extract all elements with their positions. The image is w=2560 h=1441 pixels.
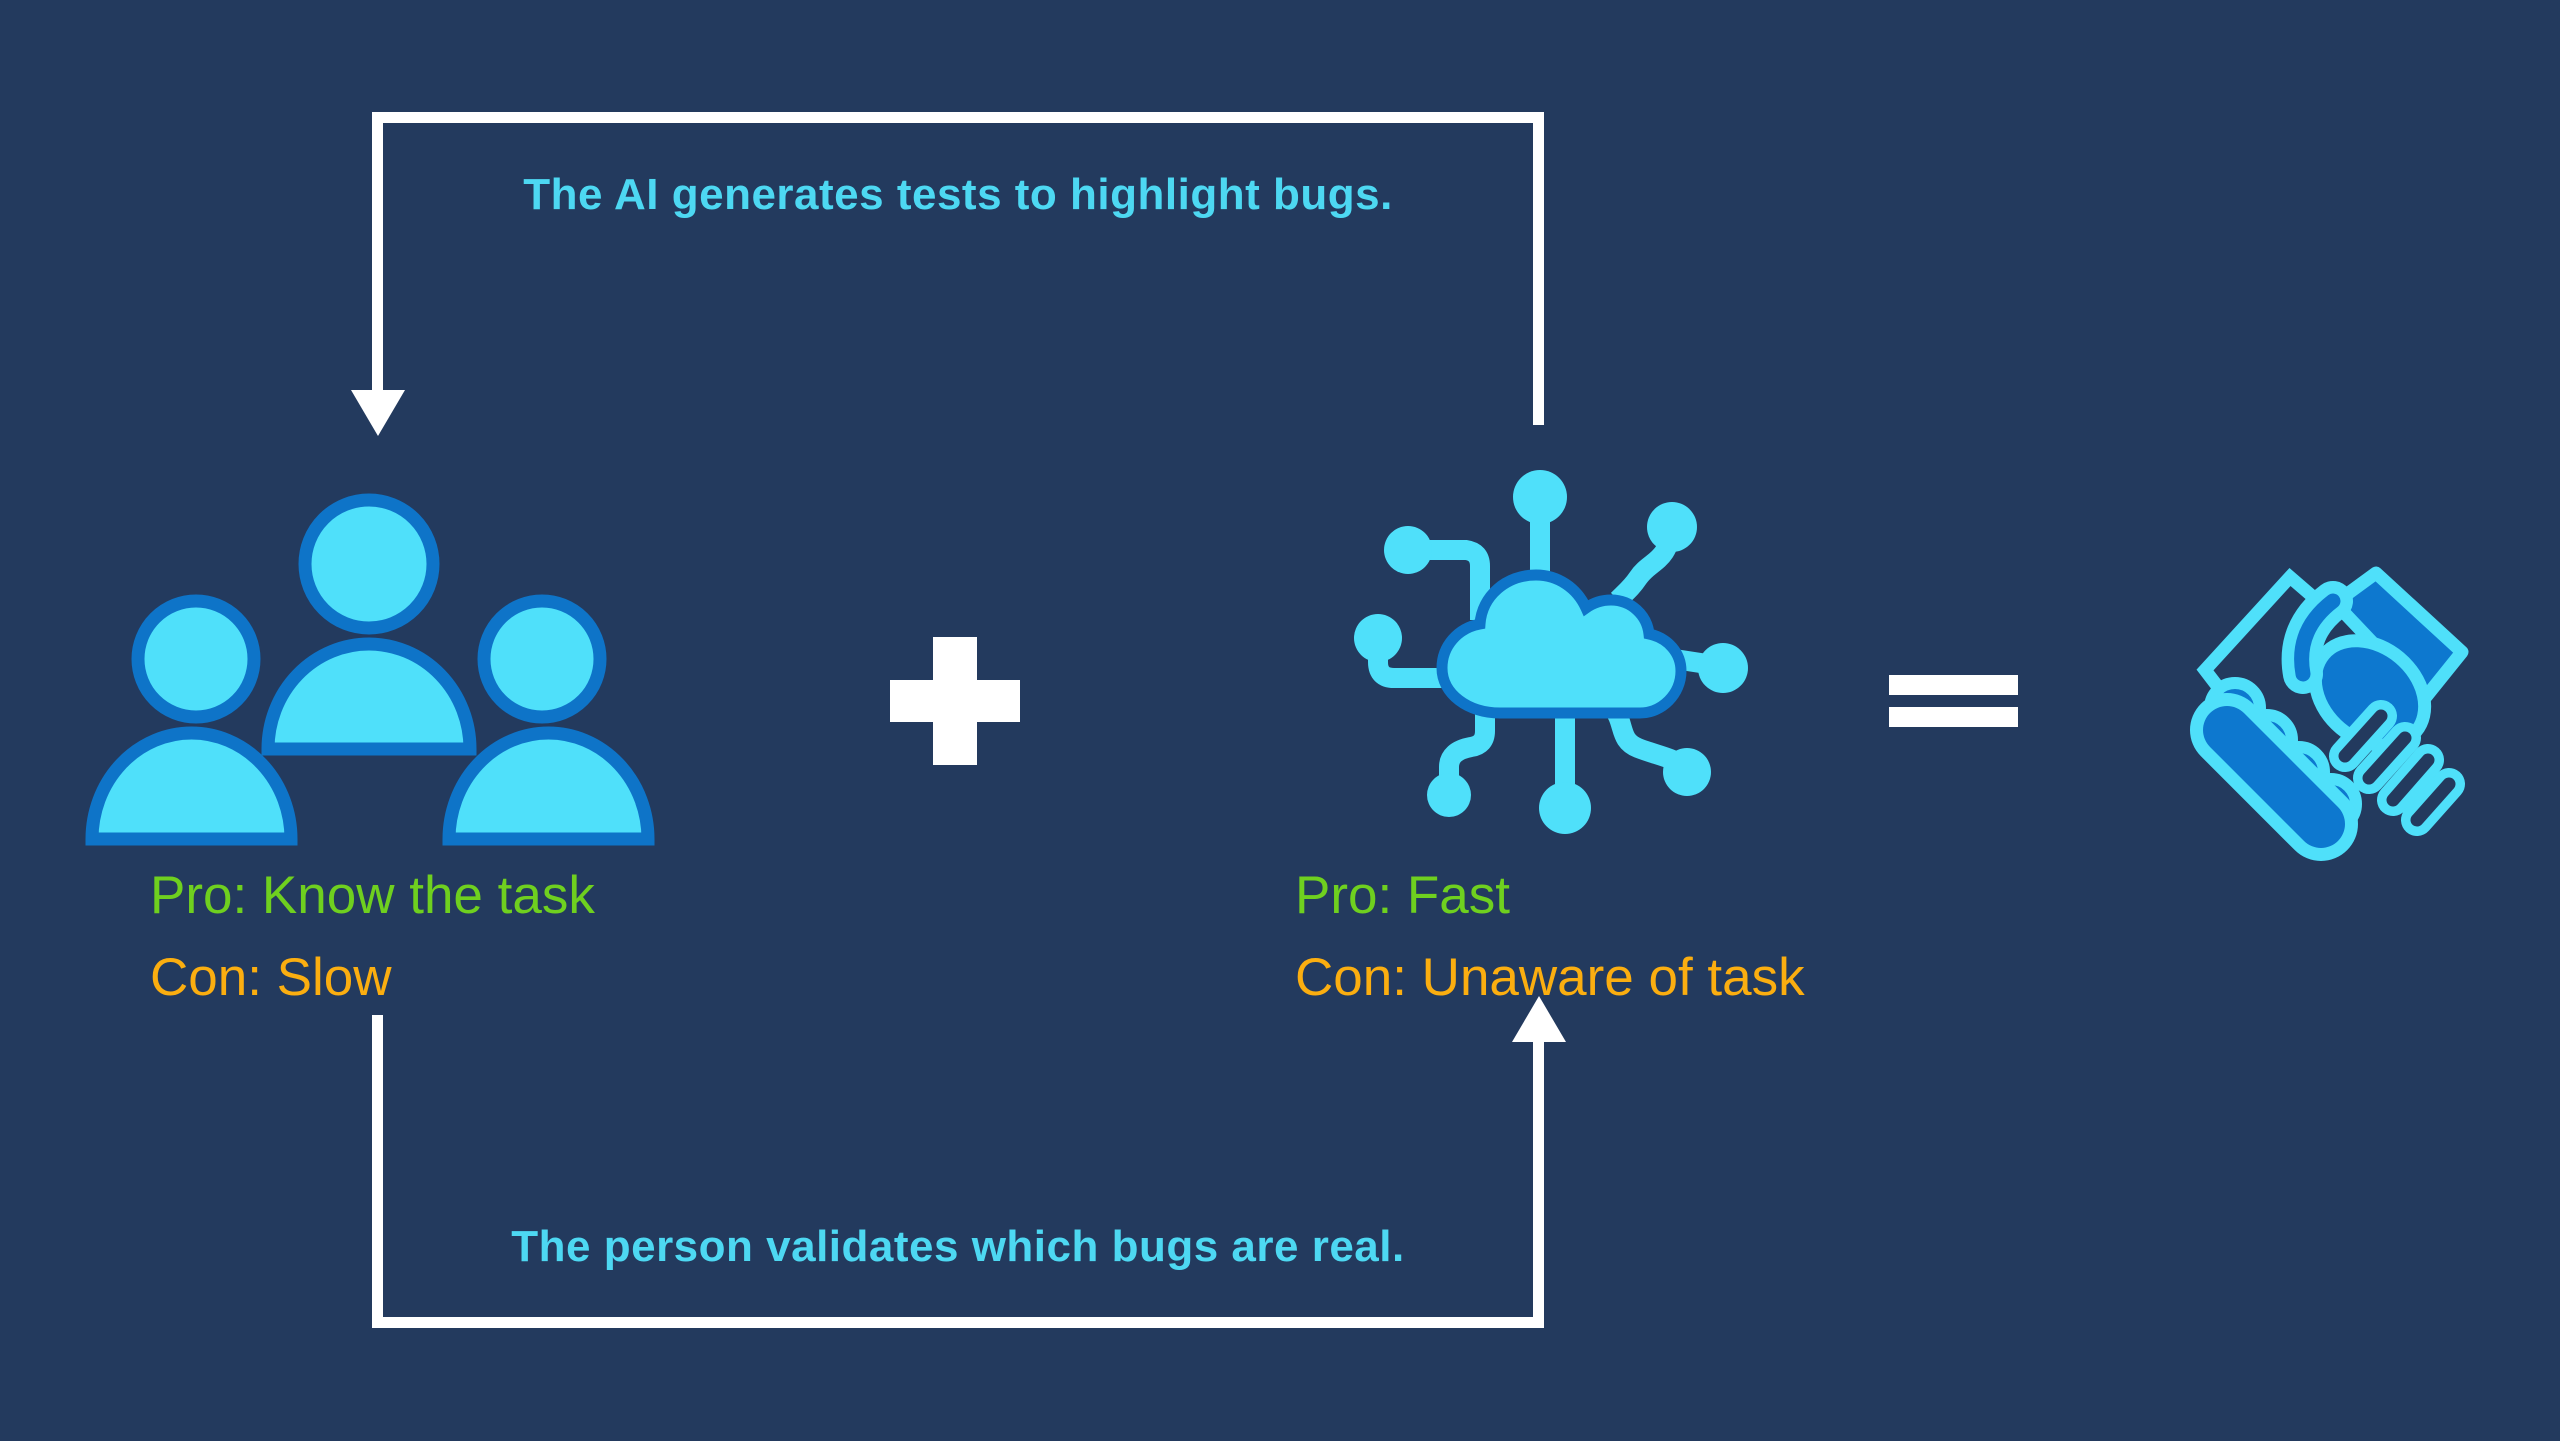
ai-cloud-circuit-icon: [1354, 470, 1748, 834]
people-pro-con-caption: Pro: Know the task Con: Slow: [150, 855, 595, 1019]
people-con-text: Con: Slow: [150, 948, 392, 1007]
top-arrow-left-vertical-line: [372, 112, 383, 392]
ai-pro-con-caption: Pro: Fast Con: Unaware of task: [1295, 855, 1805, 1019]
bottom-arrow-right-vertical-line: [1533, 1040, 1544, 1317]
equals-operator-icon: [1889, 675, 2018, 727]
bottom-arrow-up-arrowhead-icon: [1512, 996, 1566, 1042]
bottom-arrow-left-vertical-line: [372, 1015, 383, 1328]
ai-pro-text: Pro: Fast: [1295, 866, 1511, 925]
bottom-flow-label: The person validates which bugs are real…: [511, 1222, 1405, 1271]
top-arrow-right-vertical-line: [1533, 112, 1544, 425]
ai-con-text: Con: Unaware of task: [1295, 948, 1805, 1007]
people-group-icon: [85, 493, 655, 846]
bottom-arrow-horizontal-line: [372, 1317, 1544, 1328]
top-flow-label: The AI generates tests to highlight bugs…: [523, 170, 1393, 219]
people-pro-text: Pro: Know the task: [150, 866, 595, 925]
top-arrow-horizontal-line: [372, 112, 1544, 123]
plus-operator-icon: [890, 637, 1020, 765]
top-arrow-down-arrowhead-icon: [351, 390, 405, 436]
handshake-icon: [2190, 566, 2469, 861]
